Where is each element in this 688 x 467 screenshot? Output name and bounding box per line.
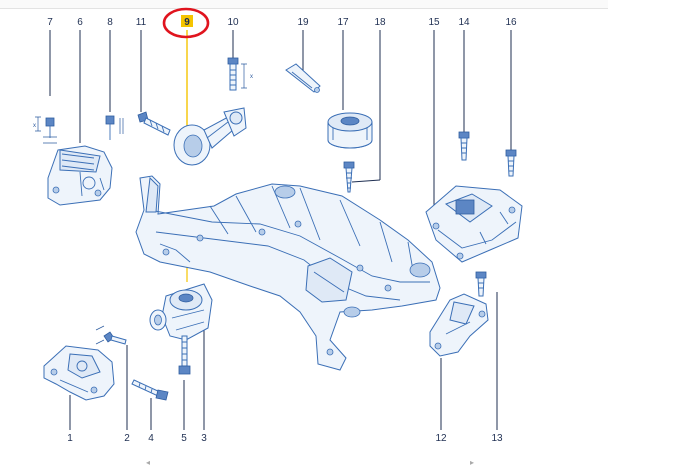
part-6-left-mount[interactable] <box>47 145 113 206</box>
part-11-bolt[interactable] <box>137 111 171 136</box>
part-18-screw[interactable] <box>343 161 355 193</box>
part-3-lower-mount[interactable] <box>149 283 213 341</box>
scroll-right-arrow-icon[interactable]: ▸ <box>470 458 475 467</box>
callout-15[interactable]: 15 <box>428 17 440 28</box>
viewer-top-border <box>0 0 608 9</box>
callout-5[interactable]: 5 <box>181 433 187 444</box>
callout-9-highlight <box>181 15 193 27</box>
right-blank-panel <box>608 0 688 467</box>
part-4-bolt[interactable] <box>131 379 169 401</box>
callout-9-red-circle <box>162 7 210 39</box>
part-1-bracket[interactable] <box>43 345 115 401</box>
part-10-bolt[interactable]: x <box>227 57 253 91</box>
part-16-bolt[interactable] <box>505 149 517 177</box>
callout-4[interactable]: 4 <box>148 433 154 444</box>
part-13-bolt[interactable] <box>475 271 487 297</box>
callout-10[interactable]: 10 <box>227 17 239 28</box>
callout-labels: 7 6 8 11 9 10 19 17 18 15 14 16 1 2 4 5 … <box>47 7 517 444</box>
part-8-bolt[interactable] <box>105 115 124 140</box>
part-15-right-mount[interactable] <box>425 185 523 263</box>
callout-7[interactable]: 7 <box>47 17 53 28</box>
callout-12[interactable]: 12 <box>435 433 447 444</box>
callout-18[interactable]: 18 <box>374 17 386 28</box>
callout-6[interactable]: 6 <box>77 17 83 28</box>
part-5-bolt[interactable] <box>178 335 191 375</box>
callout-14[interactable]: 14 <box>458 17 470 28</box>
callout-9[interactable]: 9 <box>184 17 190 28</box>
part-2-bolt[interactable] <box>95 325 127 345</box>
callout-19[interactable]: 19 <box>297 17 309 28</box>
part-17-bushing[interactable] <box>327 112 373 149</box>
callout-11[interactable]: 11 <box>136 17 147 28</box>
diagram-viewer: 7 6 8 11 9 10 19 17 18 15 14 16 1 2 4 5 … <box>0 0 608 467</box>
parts-diagram: 7 6 8 11 9 10 19 17 18 15 14 16 1 2 4 5 … <box>33 7 523 444</box>
part-14-bolt[interactable] <box>458 131 470 161</box>
subframe-cradle[interactable] <box>135 175 441 371</box>
horizontal-scrollbar[interactable]: ◂ ▸ <box>0 458 608 467</box>
callout-13[interactable]: 13 <box>491 433 503 444</box>
part-19-clip[interactable] <box>285 63 321 93</box>
scroll-left-arrow-icon[interactable]: ◂ <box>146 458 151 467</box>
callout-16[interactable]: 16 <box>505 17 517 28</box>
callout-3[interactable]: 3 <box>201 433 207 444</box>
callout-17[interactable]: 17 <box>337 17 349 28</box>
callout-1[interactable]: 1 <box>67 433 73 444</box>
part-12-bracket[interactable] <box>429 293 489 357</box>
svg-text:x: x <box>250 74 253 80</box>
part-9-torque-rod[interactable] <box>173 107 247 166</box>
svg-text:x: x <box>33 123 36 129</box>
callout-2[interactable]: 2 <box>124 433 130 444</box>
leader-lines <box>49 30 512 430</box>
callout-8[interactable]: 8 <box>107 17 113 28</box>
part-7-bolt[interactable]: x <box>33 116 57 144</box>
